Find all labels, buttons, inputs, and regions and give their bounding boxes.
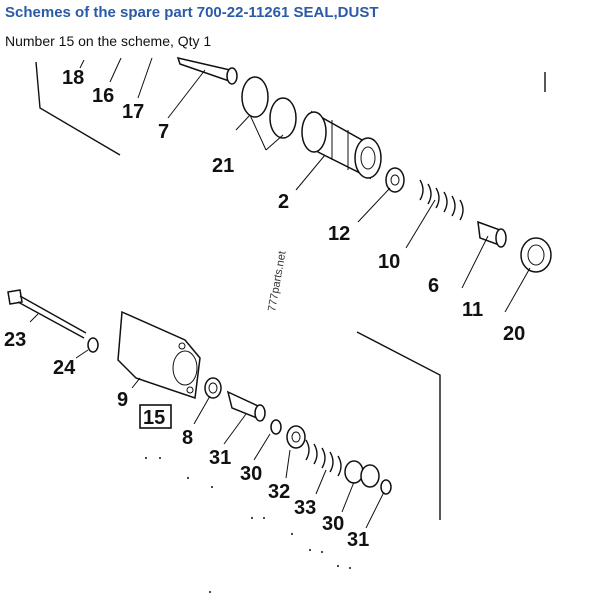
- callout-30-upper: 30: [240, 463, 262, 485]
- part-7-shaft: [176, 56, 238, 85]
- part-31-ring-lower: [380, 479, 392, 495]
- stray-marks: [145, 457, 351, 593]
- highlight-box-15: [139, 404, 172, 429]
- part-30-ring-lower: [344, 460, 380, 488]
- callout-15-highlighted: 15: [143, 407, 165, 429]
- callout-6: 6: [428, 275, 439, 297]
- callout-30-lower: 30: [322, 513, 344, 535]
- callout-16: 16: [92, 85, 114, 107]
- callout-11: 11: [462, 299, 483, 321]
- callout-9: 9: [117, 389, 128, 411]
- part-31-pin: [226, 390, 266, 422]
- callout-8: 8: [182, 427, 193, 449]
- callout-20: 20: [503, 323, 525, 345]
- callout-2: 2: [278, 191, 289, 213]
- part-23-bolt: [7, 289, 87, 339]
- part-30-ring-upper: [270, 419, 282, 435]
- callout-31-lower: 31: [347, 529, 369, 551]
- part-10-spring: [419, 179, 464, 221]
- part-9-housing: [117, 310, 201, 400]
- callout-18: 18: [62, 67, 84, 89]
- part-32-washer: [286, 425, 306, 449]
- callout-12: 12: [328, 223, 350, 245]
- page-title: Schemes of the spare part 700-22-11261 S…: [5, 4, 379, 21]
- scheme-frame-lines: [35, 61, 546, 520]
- part-20-ring: [520, 237, 552, 273]
- callout-21: 21: [212, 155, 234, 177]
- callout-23: 23: [4, 329, 26, 351]
- callout-33: 33: [294, 497, 316, 519]
- callout-17: 17: [122, 101, 144, 123]
- callout-7: 7: [158, 121, 169, 143]
- part-33-spring: [305, 439, 342, 477]
- callout-32: 32: [268, 481, 290, 503]
- part-21-o-rings: [241, 76, 297, 139]
- callout-31-upper: 31: [209, 447, 231, 469]
- watermark-text: 777parts.net: [266, 250, 288, 312]
- callout-24: 24: [53, 357, 76, 379]
- part-11-fitting: [477, 220, 507, 248]
- part-2-sleeve: [301, 110, 382, 180]
- callout-10: 10: [378, 251, 400, 273]
- part-12-washer: [385, 167, 405, 193]
- part-8-seal: [204, 377, 222, 399]
- leader-lines: [29, 57, 531, 529]
- part-24-washer: [87, 337, 99, 353]
- part-position-subtitle: Number 15 on the scheme, Qty 1: [5, 33, 212, 49]
